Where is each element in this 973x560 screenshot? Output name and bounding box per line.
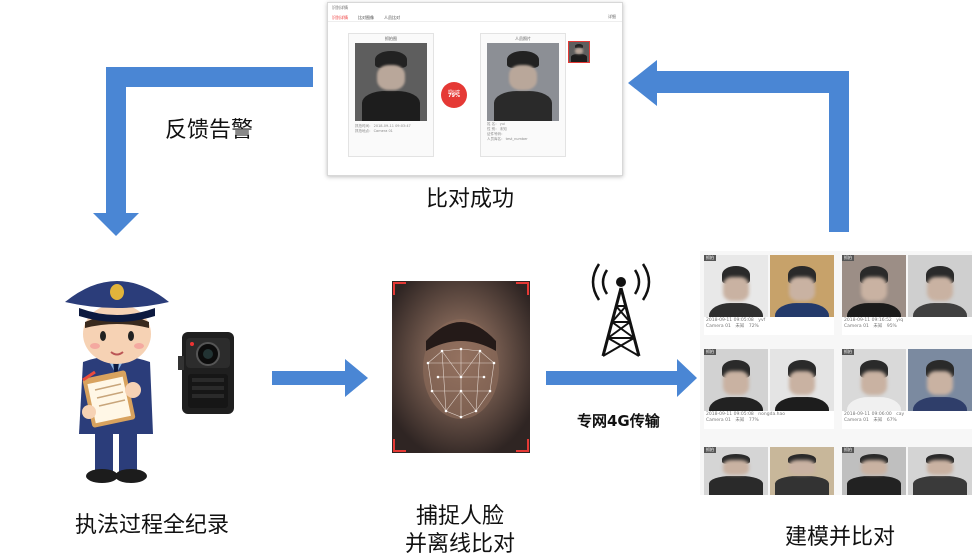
person-meta: 姓 名： yui 性 别： 未知 证件号码： 人员库名： test_number	[487, 122, 528, 142]
police-officer-illustration	[55, 262, 180, 490]
tab-divider	[328, 21, 622, 22]
capture-photo	[355, 43, 427, 121]
capture-card-header: 抓拍图	[349, 36, 433, 42]
capture-label-line1: 捕捉人脸	[380, 503, 540, 531]
match-result-window: 识别详情 识别详情 比对图像 人员比对 详细 抓拍图 抓拍时间： 2018-09…	[327, 2, 623, 176]
feedback-alarm-label: 反馈告警	[159, 117, 259, 145]
modeling-label: 建模并比对	[770, 524, 910, 552]
capture-card: 抓拍图 抓拍时间： 2018-09-11 09:03:47 抓拍地点： Came…	[348, 33, 434, 157]
feedback-arrow	[93, 67, 313, 236]
body-camera-illustration	[178, 330, 238, 416]
window-title: 识别详情	[332, 5, 348, 11]
similarity-badge: 相似度 79%	[441, 82, 467, 108]
signal-tower-icon	[585, 262, 657, 358]
person-photo	[487, 43, 559, 121]
capture-to-gallery-arrow	[546, 359, 697, 397]
law-enforcement-label: 执法过程全纪录	[62, 512, 242, 540]
match-success-label: 比对成功	[420, 186, 520, 214]
detail-toggle[interactable]: 详细	[608, 14, 616, 20]
person-thumbnail[interactable]	[568, 41, 590, 63]
capture-meta: 抓拍时间： 2018-09-11 09:03:47 抓拍地点： Camera 0…	[355, 124, 411, 134]
transmission-label: 专网4G传输	[577, 410, 660, 431]
return-arrow	[628, 60, 849, 232]
person-card-header: 人员照片	[481, 36, 565, 42]
capture-label-line2: 并离线比对	[380, 531, 540, 559]
face-capture-image	[392, 281, 530, 453]
person-card: 人员照片 姓 名： yui 性 别： 未知 证件号码： 人员库名： test_n…	[480, 33, 566, 157]
officer-to-capture-arrow	[272, 359, 368, 397]
